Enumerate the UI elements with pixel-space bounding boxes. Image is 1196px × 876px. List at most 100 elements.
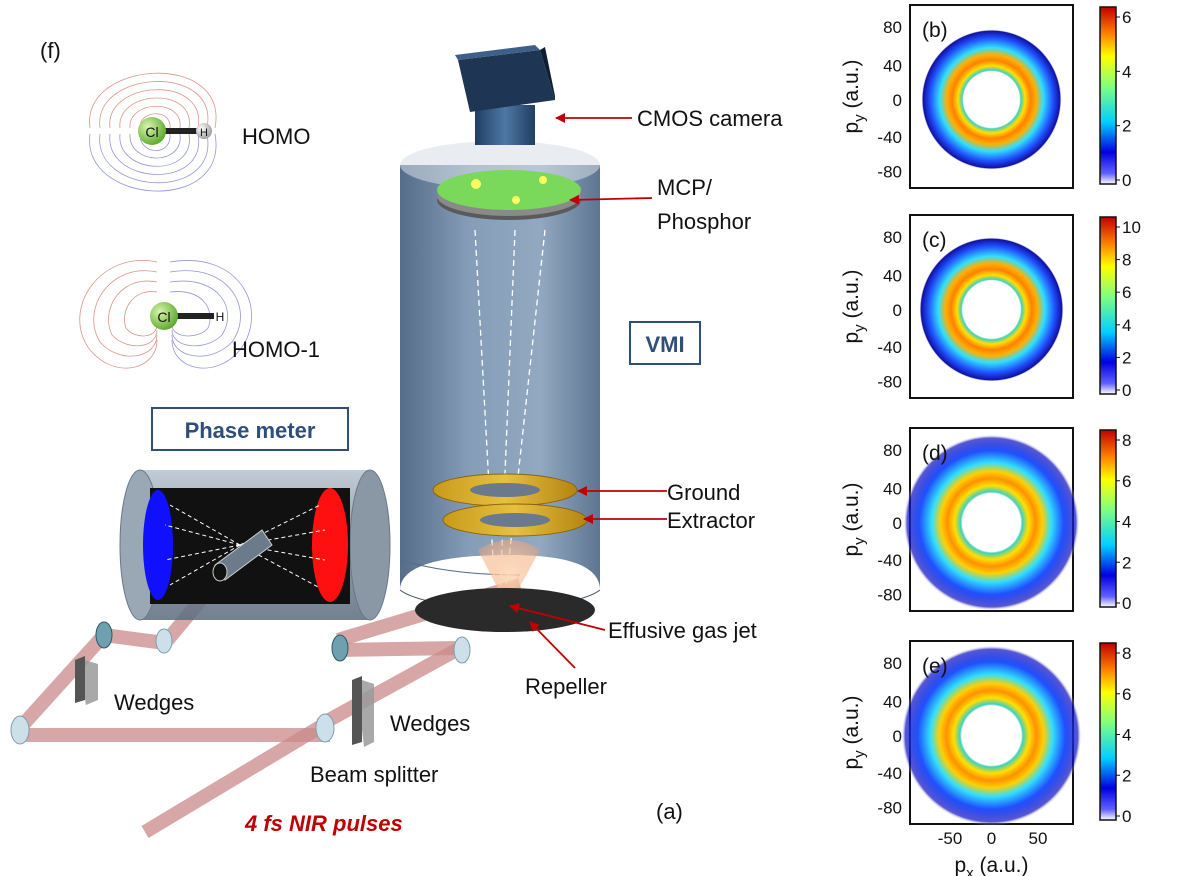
y-tick-label: 0	[893, 301, 902, 320]
cl-label: Cl	[157, 309, 170, 325]
y-tick-label: -40	[877, 128, 902, 147]
extractor-label: Extractor	[667, 508, 755, 533]
mcp-phosphor	[437, 170, 581, 220]
colorbar-tick-label: 4	[1122, 726, 1131, 745]
extractor-electrode	[442, 503, 588, 537]
h-label: H	[216, 310, 225, 324]
orbital-panel: (f) Cl H HOMO	[40, 38, 320, 369]
homo1-orbital: Cl H HOMO-1	[79, 260, 320, 369]
panel-label: (d)	[922, 442, 948, 465]
y-tick-label: 40	[883, 479, 902, 498]
panel-label: (b)	[922, 19, 948, 42]
y-tick-label: 0	[893, 91, 902, 110]
y-tick-label: -40	[877, 338, 902, 357]
y-tick-label: -80	[877, 586, 902, 605]
chlorine-atom	[150, 302, 178, 330]
chlorine-atom	[138, 117, 166, 145]
colorbar-tick-label: 0	[1122, 594, 1131, 613]
y-tick-label: 80	[883, 654, 902, 673]
ground-electrode	[432, 473, 578, 507]
y-tick-label: 80	[883, 441, 902, 460]
colorbar-tick-label: 8	[1122, 644, 1131, 663]
phase-meter: Phase meter	[119, 407, 391, 621]
x-tick-label: -50	[938, 829, 963, 848]
x-tick-label: 50	[1029, 829, 1048, 848]
gasjet-label: Effusive gas jet	[608, 618, 757, 643]
mcp-label-line1: MCP/	[657, 175, 713, 200]
colorbar-tick-label: 0	[1122, 381, 1131, 400]
homo1-label: HOMO-1	[232, 337, 320, 362]
y-tick-label: -80	[877, 373, 902, 392]
vmi-panel-d: (d) 80 40 0 -40 -80 py (a.u.) 8 6 4 2 0	[840, 427, 1131, 613]
colorbar	[1099, 6, 1117, 185]
mcp-label-line2: Phosphor	[657, 209, 751, 234]
colorbar-tick-label: 2	[1122, 348, 1131, 367]
colorbar-tick-label: 4	[1122, 513, 1131, 532]
beam-splitter-label: Beam splitter	[310, 762, 438, 787]
repeller-plate	[415, 588, 595, 632]
optical-mirrors	[10, 621, 471, 745]
wedge-optics	[75, 656, 374, 747]
colorbar-tick-label: 6	[1122, 472, 1131, 491]
effusive-gas-jet	[478, 540, 540, 608]
vmi-spectrometer: VMI	[399, 45, 701, 632]
vmi-panel-c: (c) 80 40 0 -40 -80 py (a.u.) 10 8 6 4 2 0	[840, 214, 1141, 400]
y-tick-label: 80	[883, 18, 902, 37]
colorbar-tick-label: 6	[1122, 283, 1131, 302]
wedges-label-left: Wedges	[114, 690, 194, 715]
y-axis-label: py (a.u.)	[840, 695, 868, 769]
y-tick-label: 80	[883, 228, 902, 247]
vmi-annotations: CMOS camera MCP/ Phosphor Ground Extract…	[509, 106, 783, 824]
colorbar-tick-label: 2	[1122, 117, 1131, 136]
y-axis-label: py (a.u.)	[840, 482, 868, 556]
y-tick-label: -80	[877, 163, 902, 182]
y-tick-label: -40	[877, 551, 902, 570]
colorbar-tick-label: 4	[1122, 62, 1131, 81]
camera-label: CMOS camera	[637, 106, 783, 131]
colorbar-tick-label: 2	[1122, 553, 1131, 572]
y-tick-label: 40	[883, 266, 902, 285]
homo-orbital: Cl H HOMO	[89, 72, 310, 192]
colorbar-tick-label: 4	[1122, 316, 1131, 335]
y-tick-label: -80	[877, 799, 902, 818]
momentum-distribution	[921, 29, 1062, 170]
vmi-panel-e: (e) 80 40 0 -40 -80 py (a.u.) 8 6 4 2 0	[840, 640, 1131, 826]
colorbar-tick-label: 10	[1122, 218, 1141, 237]
momentum-distribution	[903, 434, 1080, 611]
panel-label: (e)	[922, 655, 948, 678]
momentum-distribution	[901, 645, 1082, 826]
x-tick-label: 0	[987, 829, 996, 848]
colorbar-tick-label: 6	[1122, 8, 1131, 27]
colorbar-tick-label: 6	[1122, 685, 1131, 704]
colorbar-tick-label: 0	[1122, 171, 1131, 190]
panel-label-a: (a)	[656, 799, 683, 824]
cl-label: Cl	[145, 124, 158, 140]
colorbar-tick-label: 0	[1122, 807, 1131, 826]
colorbar	[1099, 429, 1117, 608]
wedges-label-right: Wedges	[390, 711, 470, 736]
vmi-label: VMI	[645, 332, 684, 357]
homo-label: HOMO	[242, 124, 310, 149]
cmos-camera	[455, 45, 555, 145]
colorbar	[1099, 642, 1117, 821]
colorbar-tick-label: 8	[1122, 431, 1131, 450]
phase-meter-label: Phase meter	[185, 418, 316, 443]
colorbar-tick-label: 2	[1122, 766, 1131, 785]
x-axis-label: px (a.u.)	[954, 854, 1028, 876]
panel-label: (c)	[922, 229, 947, 252]
y-axis-label: py (a.u.)	[840, 269, 868, 343]
y-tick-label: -40	[877, 764, 902, 783]
h-label: H	[200, 127, 208, 139]
colorbar-tick-label: 8	[1122, 251, 1131, 270]
colorbar	[1099, 216, 1117, 395]
ground-label: Ground	[667, 480, 740, 505]
momentum-distribution	[919, 237, 1064, 382]
y-tick-label: 40	[883, 692, 902, 711]
y-axis-label: py (a.u.)	[840, 59, 868, 133]
y-tick-label: 0	[893, 514, 902, 533]
repeller-label: Repeller	[525, 674, 607, 699]
y-tick-label: 0	[893, 727, 902, 746]
